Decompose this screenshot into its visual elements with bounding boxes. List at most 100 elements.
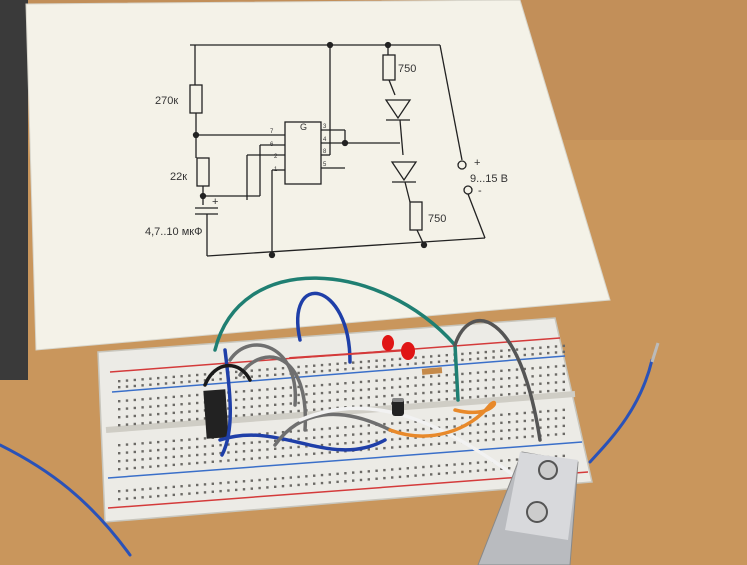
label-270k: 270к [155, 95, 178, 107]
breadboard-hole [281, 372, 285, 376]
breadboard-hole [484, 422, 487, 426]
breadboard-hole [406, 421, 409, 424]
breadboard-hole [554, 351, 558, 354]
breadboard-hole [313, 370, 316, 373]
breadboard-hole [375, 359, 378, 362]
breadboard-hole [461, 396, 464, 400]
breadboard-hole [547, 365, 550, 369]
wire-gray-top [453, 319, 542, 442]
breadboard-hole [250, 457, 253, 460]
breadboard-hole [125, 379, 129, 382]
breadboard-hole [196, 483, 199, 487]
breadboard-hole [188, 492, 191, 495]
breadboard-hole [500, 377, 503, 381]
breadboard-hole [266, 412, 269, 415]
breadboard-hole [125, 385, 129, 388]
breadboard-hole [547, 417, 550, 421]
breadboard-hole [133, 466, 136, 470]
breadboard-hole [359, 440, 363, 444]
breadboard-hole [352, 441, 355, 444]
breadboard-hole [219, 443, 222, 447]
breadboard-hole [149, 457, 152, 460]
breadboard-hole [180, 463, 183, 466]
breadboard-hole [414, 376, 417, 379]
breadboard-hole [469, 440, 472, 443]
breadboard-hole [172, 493, 175, 497]
breadboard-hole [266, 440, 269, 443]
label-750-bottom: 750 [428, 213, 446, 225]
wire-orange [388, 401, 497, 438]
breadboard-hole [508, 413, 511, 416]
breadboard-hole [274, 367, 277, 370]
breadboard-hole [344, 362, 347, 365]
breadboard-hole [398, 393, 402, 397]
breadboard-hole [367, 478, 370, 481]
breadboard-hole [336, 362, 339, 366]
breadboard-hole [383, 394, 386, 398]
battery-lead-blue-left [0, 443, 132, 557]
breadboard-hole [469, 396, 472, 399]
breadboard-hole [157, 456, 160, 460]
breadboard-hole [562, 380, 565, 384]
breadboard-hole [235, 458, 238, 462]
breadboard-hole [508, 467, 511, 470]
breadboard-hole [235, 370, 238, 374]
probe-pin [650, 342, 660, 363]
breadboard-hole [523, 427, 526, 431]
breadboard-hole [367, 424, 370, 427]
breadboard-hole [430, 375, 433, 378]
breadboard-hole [375, 387, 378, 390]
breadboard-hole [320, 363, 324, 367]
breadboard-hole [476, 431, 480, 434]
breadboard-hole [274, 447, 277, 450]
breadboard-hole [367, 470, 370, 473]
breadboard-hole [352, 479, 355, 482]
breadboard-hole [320, 473, 324, 477]
breadboard-hole [414, 428, 417, 431]
breadboard-hole [352, 405, 355, 408]
breadboard-hole [554, 345, 558, 348]
breadboard-hole [476, 439, 480, 442]
breadboard-hole [445, 441, 448, 445]
breadboard-hole [188, 374, 191, 377]
breadboard-hole [476, 351, 480, 354]
breadboard-hole [289, 430, 292, 433]
breadboard-hole [352, 471, 355, 474]
breadboard-hole [547, 425, 550, 429]
breadboard-hole [203, 461, 207, 464]
wire-blue-left [220, 348, 233, 457]
breadboard-hole [445, 463, 448, 467]
breadboard-hole [359, 360, 363, 364]
breadboard-hole [320, 391, 324, 395]
breadboard-hole [437, 390, 441, 393]
breadboard-hole [375, 447, 378, 450]
wire-gray-1 [228, 343, 297, 407]
breadboard-hole [328, 407, 331, 410]
breadboard-hole [203, 445, 207, 448]
breadboard-hole [476, 395, 480, 398]
schematic-drawing [189, 41, 486, 259]
breadboard-hole [453, 417, 456, 420]
breadboard-hole [437, 442, 441, 445]
breadboard-hole [352, 433, 355, 436]
breadboard-hole [320, 435, 324, 439]
breadboard-hole [242, 480, 246, 483]
breadboard-hole [344, 472, 347, 475]
breadboard-hole [367, 380, 370, 383]
breadboard-hole [367, 388, 370, 391]
breadboard-hole [445, 433, 448, 437]
breadboard-hole [539, 346, 542, 349]
breadboard-hole [297, 445, 300, 449]
breadboard-hole [281, 476, 285, 480]
breadboard-hole [554, 455, 558, 458]
breadboard-hole [188, 402, 191, 405]
breadboard-hole [297, 483, 300, 487]
breadboard-hole [157, 464, 160, 468]
breadboard-hole [258, 404, 261, 408]
breadboard-hole [289, 454, 292, 457]
breadboard-hole [133, 488, 136, 492]
breadboard-hole [336, 390, 339, 394]
breadboard-hole [219, 459, 222, 463]
breadboard-hole [266, 368, 269, 371]
